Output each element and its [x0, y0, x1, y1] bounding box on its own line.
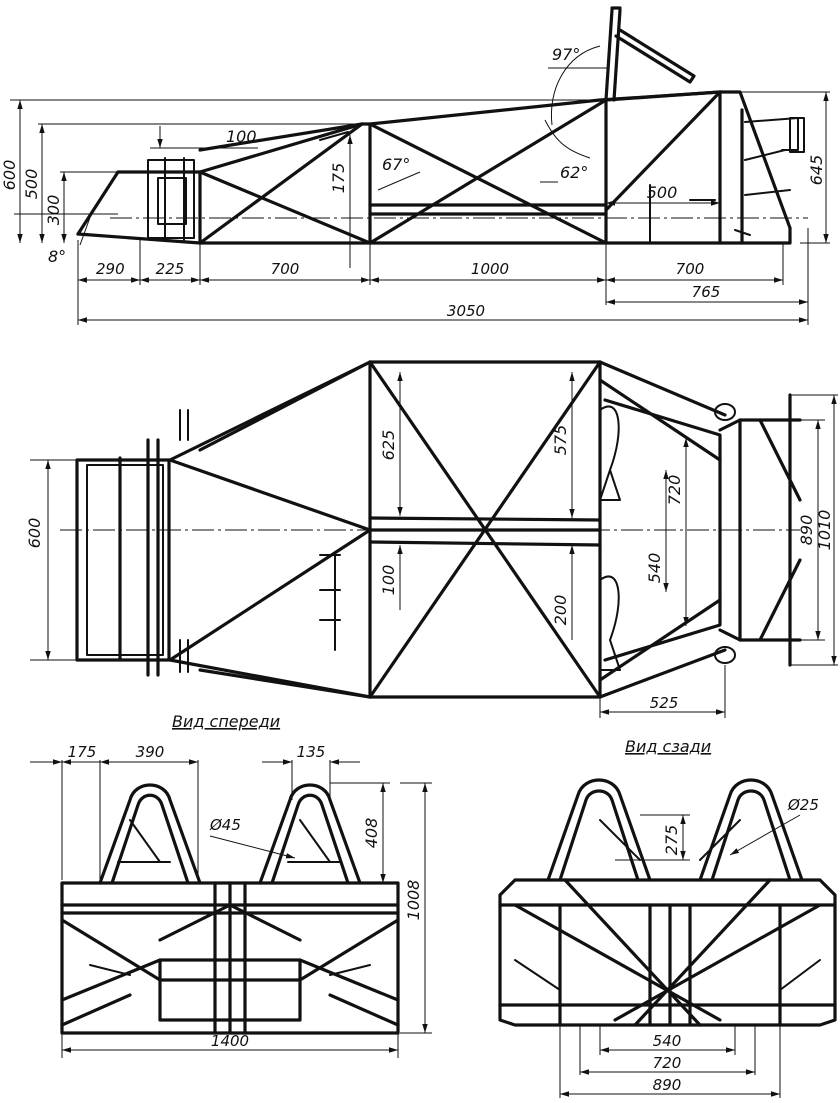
side-dim-300: 300 — [44, 195, 63, 226]
front-view: Вид спереди 175 390 135 Ø45 — [30, 712, 432, 1058]
side-view: 600 500 300 8° 100 175 67° 97° 62° 645 5… — [0, 6, 830, 325]
front-dim-390: 390 — [136, 743, 165, 761]
front-dim-175: 175 — [68, 743, 97, 761]
rear-dim-275: 275 — [662, 825, 681, 856]
side-dim-62deg: 62° — [560, 163, 588, 182]
side-dim-1000: 1000 — [471, 260, 509, 278]
top-dim-100: 100 — [379, 565, 398, 596]
side-dim-175: 175 — [329, 163, 348, 194]
side-dim-67deg: 67° — [382, 155, 410, 174]
rear-dim-720: 720 — [653, 1054, 682, 1072]
front-dim-135: 135 — [297, 743, 326, 761]
rear-dim-25: Ø25 — [787, 796, 819, 814]
top-dim-625: 625 — [379, 430, 398, 461]
rear-dim-540: 540 — [653, 1032, 682, 1050]
rear-view: Вид сзади 275 Ø25 540 720 890 — [498, 737, 837, 1098]
top-dim-575: 575 — [551, 425, 570, 456]
top-view: 600 625 100 575 200 720 540 890 1010 525 — [25, 360, 838, 718]
front-dim-1008: 1008 — [404, 880, 423, 921]
front-view-frame — [60, 783, 400, 1035]
front-dim-1400: 1400 — [211, 1032, 249, 1050]
top-dim-200: 200 — [551, 595, 570, 626]
side-dim-700b: 700 — [676, 260, 705, 278]
front-view-title: Вид спереди — [172, 712, 280, 731]
side-dim-600: 600 — [0, 160, 19, 191]
rear-view-title: Вид сзади — [625, 737, 711, 756]
rear-view-frame — [498, 778, 837, 1027]
top-dim-540: 540 — [645, 553, 664, 584]
side-dim-100: 100 — [226, 127, 257, 146]
top-dim-600: 600 — [25, 518, 44, 549]
side-dim-225: 225 — [156, 260, 185, 278]
top-dim-890: 890 — [797, 515, 816, 546]
top-dim-720: 720 — [665, 475, 684, 506]
side-dim-700: 700 — [271, 260, 300, 278]
front-dim-408: 408 — [362, 818, 381, 849]
side-dim-3050: 3050 — [447, 302, 485, 320]
side-dim-290: 290 — [96, 260, 125, 278]
side-view-frame — [76, 6, 805, 245]
side-dim-500: 500 — [22, 169, 41, 200]
side-dim-500b: 500 — [647, 183, 678, 202]
side-dim-645: 645 — [807, 155, 826, 186]
top-dim-525: 525 — [650, 694, 679, 712]
top-dim-1010: 1010 — [815, 510, 834, 551]
front-dim-45: Ø45 — [209, 816, 241, 834]
top-view-frame — [75, 360, 802, 699]
side-dim-97deg: 97° — [552, 45, 580, 64]
rear-dim-890: 890 — [653, 1076, 682, 1094]
side-dim-8deg: 8° — [48, 247, 66, 266]
side-dim-765: 765 — [692, 283, 721, 301]
